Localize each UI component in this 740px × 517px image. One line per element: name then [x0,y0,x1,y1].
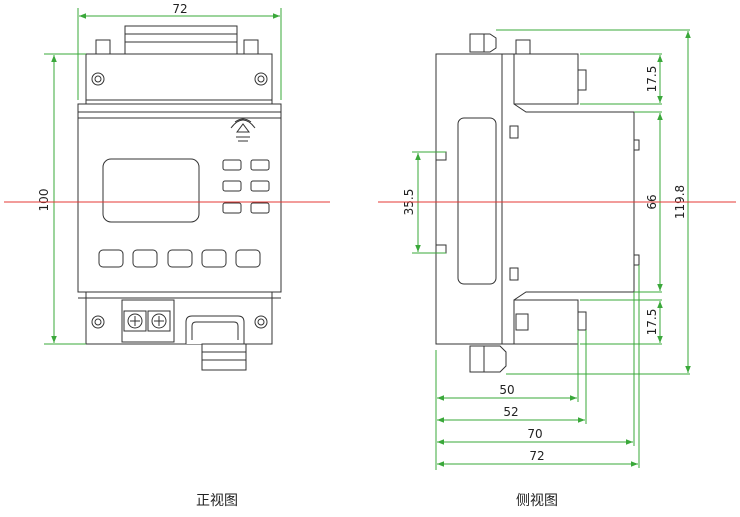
side-bottom-clip [469,345,507,373]
panel-button [201,249,227,268]
screw-hole [91,315,105,329]
side-depth-dim-3: 70 [527,427,542,441]
side-view [435,33,640,373]
side-depth-dim-2: 52 [503,405,518,419]
panel-button [98,249,124,268]
front-height-dim: 100 [37,189,51,212]
side-view-caption: 侧视图 [516,493,558,509]
panel-button [132,249,158,268]
front-bottom-clip [185,315,247,371]
side-cover [457,117,497,285]
panel-button [167,249,193,268]
lcd-display [102,158,200,223]
screw-hole [254,72,268,86]
front-view [77,25,282,371]
side-top-clip [469,33,497,53]
panel-button [235,249,261,268]
side-dimensions [412,29,691,470]
side-depth-dim-4: 72 [529,449,544,463]
front-view-caption: 正视图 [196,493,238,509]
wireless-signal-icon [230,118,256,142]
side-depth-dim-1: 50 [499,383,514,397]
terminal-block [121,299,175,343]
side-bottom-module-dim: 17.5 [645,309,659,336]
front-buttons [98,249,261,268]
side-top-module [513,53,579,105]
indicator-leds [222,159,270,214]
screw-hole [254,315,268,329]
front-width-dim: 72 [172,2,187,16]
side-top-module-dim: 17.5 [645,66,659,93]
screw-hole [91,72,105,86]
front-dimensions [44,8,282,345]
front-top-module [85,53,273,105]
